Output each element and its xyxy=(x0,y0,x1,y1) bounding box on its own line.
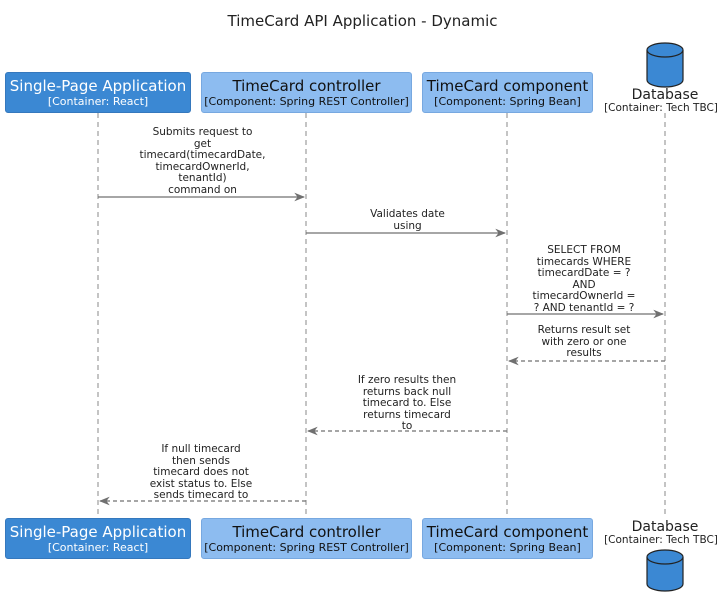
message-line: get xyxy=(193,137,212,150)
message-line: command on xyxy=(168,183,237,196)
message-line: AND xyxy=(572,278,596,291)
participant-tech: [Component: Spring REST Controller] xyxy=(204,95,409,108)
participant-name: TimeCard controller xyxy=(232,523,381,541)
participant-component-top: TimeCard component [Component: Spring Be… xyxy=(422,72,593,113)
message-line: sends timecard to xyxy=(153,489,249,501)
participant-name: Single-Page Application xyxy=(9,77,187,95)
message-line: with zero or one xyxy=(541,335,627,348)
message-line: timecardDate = ? xyxy=(537,267,631,279)
participant-name: TimeCard controller xyxy=(232,77,381,95)
message-line: timecardOwnerId, xyxy=(155,160,250,173)
message-line: Returns result set xyxy=(537,324,631,336)
message-line: to xyxy=(401,420,413,432)
message-label-4: Returns result set with zero or one resu… xyxy=(520,324,648,360)
database-name-top: Database xyxy=(631,87,699,103)
message-label-1: Submits request to get timecard(timecard… xyxy=(130,126,275,196)
message-line: using xyxy=(393,219,422,232)
message-line: timecardOwnerId = xyxy=(532,290,636,302)
participant-tech: [Component: Spring REST Controller] xyxy=(204,541,409,554)
message-label-5: If zero results then returns back null t… xyxy=(337,374,477,433)
message-line: SELECT FROM xyxy=(547,244,621,256)
diagram-title: TimeCard API Application - Dynamic xyxy=(227,12,498,30)
message-line: Submits request to xyxy=(152,126,253,138)
message-label-6: If null timecard then sends timecard doe… xyxy=(131,443,271,502)
message-line: timecards WHERE xyxy=(536,255,632,268)
message-line: returns back null xyxy=(362,385,452,398)
message-line: timecard(timecardDate, xyxy=(139,149,266,161)
participant-tech: [Container: React] xyxy=(47,95,149,108)
message-line: returns timecard xyxy=(363,408,451,421)
participant-tech: [Component: Spring Bean] xyxy=(434,541,581,554)
participant-name: TimeCard component xyxy=(426,77,589,95)
message-line: If zero results then xyxy=(357,374,457,386)
message-label-3: SELECT FROM timecards WHERE timecardDate… xyxy=(520,244,648,314)
message-line: ? AND tenantId = ? xyxy=(533,301,635,314)
message-line: tenantId) xyxy=(178,172,227,184)
participant-tech: [Container: React] xyxy=(47,541,149,554)
message-line: then sends xyxy=(172,454,230,467)
participant-spa-bottom: Single-Page Application [Container: Reac… xyxy=(5,518,191,559)
message-line: timecard does not xyxy=(153,466,249,478)
message-line: results xyxy=(566,347,602,359)
message-label-2: Validates date using xyxy=(340,208,475,232)
participant-name: TimeCard component xyxy=(426,523,589,541)
message-line: timecard to. Else xyxy=(362,397,452,409)
database-icon-bottom xyxy=(646,549,684,592)
database-tech-top: [Container: Tech TBC] xyxy=(604,102,718,114)
database-icon-top xyxy=(646,42,684,88)
participant-spa-top: Single-Page Application [Container: Reac… xyxy=(5,72,191,113)
participant-controller-bottom: TimeCard controller [Component: Spring R… xyxy=(201,518,412,559)
participant-tech: [Component: Spring Bean] xyxy=(434,95,581,108)
participant-component-bottom: TimeCard component [Component: Spring Be… xyxy=(422,518,593,559)
message-line: exist status to. Else xyxy=(149,477,253,490)
database-tech-bottom: [Container: Tech TBC] xyxy=(604,534,718,546)
database-name-bottom: Database xyxy=(631,519,699,535)
participant-name: Single-Page Application xyxy=(9,523,187,541)
message-line: If null timecard xyxy=(161,443,241,455)
message-line: Validates date xyxy=(370,208,445,220)
participant-controller-top: TimeCard controller [Component: Spring R… xyxy=(201,72,412,113)
